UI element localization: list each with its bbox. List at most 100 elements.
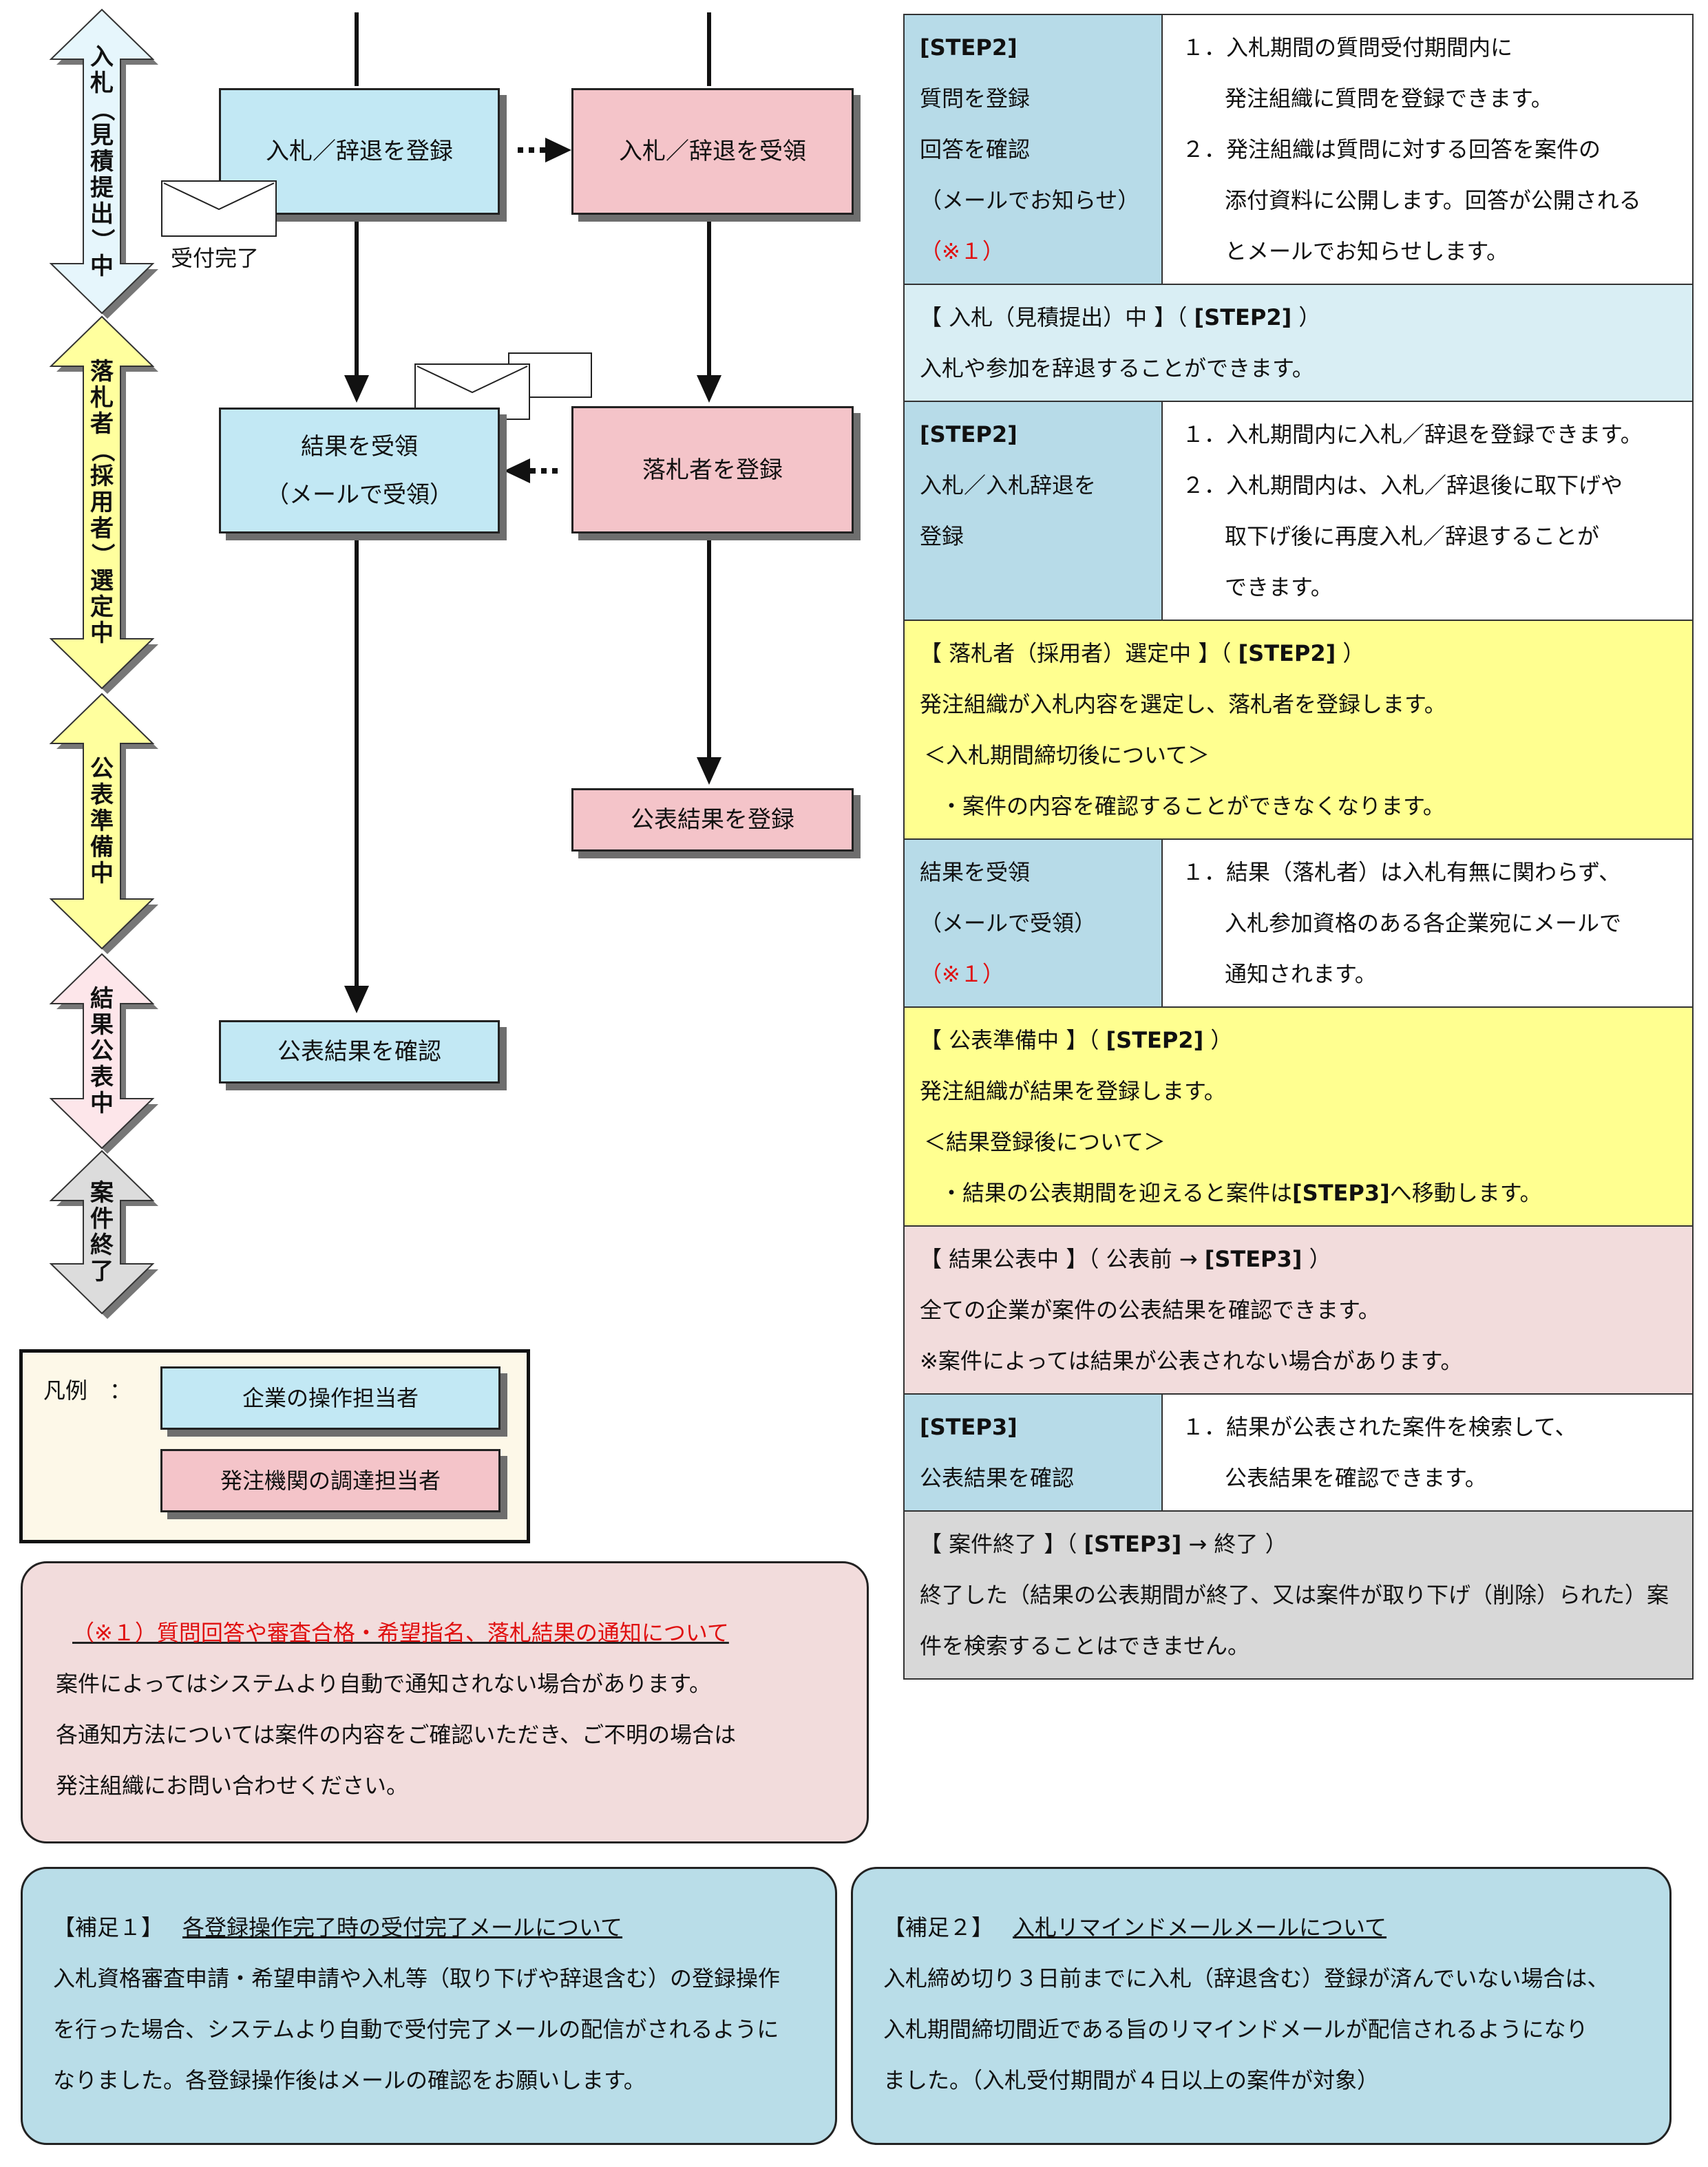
step-label: [STEP2] xyxy=(1194,304,1292,330)
phase-arrow xyxy=(49,953,155,1150)
arrowhead-down xyxy=(697,757,721,785)
legend: 凡例 ： 企業の操作担当者 発注機関の調達担当者 xyxy=(19,1349,530,1543)
table-row-phase-selecting: 【 落札者（採用者）選定中 】（ [STEP2] ） 発注組織が入札内容を選定し… xyxy=(905,621,1692,840)
supplement-text: ました。（入札受付期間が４日以上の案件が対象） xyxy=(883,2067,1380,2093)
envelope-icon xyxy=(161,180,277,237)
company-result-line2: （メールで受領） xyxy=(266,480,453,509)
cell-text: 公表結果を確認できます。 xyxy=(1225,1465,1487,1491)
cell-text: 結果を受領 xyxy=(920,859,1031,885)
cell-text: 添付資料に公開します。回答が公開される xyxy=(1225,187,1641,213)
note-ref: （※１） xyxy=(920,238,1004,264)
cell-text: へ移動します。 xyxy=(1389,1180,1542,1206)
cell-text: 発注組織が結果を登録します。 xyxy=(920,1078,1226,1104)
legend-company: 企業の操作担当者 xyxy=(160,1366,500,1430)
cell-text: １．入札期間内に入札／辞退を登録できます。 xyxy=(1182,421,1643,447)
company-result-box: 結果を受領 （メールで受領） xyxy=(219,408,500,533)
org-publish-box: 公表結果を登録 xyxy=(571,788,854,852)
note-1: （※１）質問回答や審査合格・希望指名、落札結果の通知について 案件によってはシス… xyxy=(21,1561,869,1843)
step-label: [STEP3] xyxy=(1204,1246,1303,1272)
phase-arrow xyxy=(49,315,155,690)
supplement-label: 【補足２】 xyxy=(883,1914,994,1941)
cell-text: ・結果の公表期間を迎えると案件は xyxy=(940,1180,1293,1206)
envelope-icon xyxy=(414,363,530,420)
step-label: [STEP3] xyxy=(920,1414,1018,1440)
note-text: 各通知方法については案件の内容をご確認いただき、ご不明の場合は xyxy=(56,1722,737,1748)
phase-label: 案件終了 xyxy=(90,1179,114,1285)
table-row-step2-bid: [STEP2] 入札／入札辞退を 登録 １．入札期間内に入札／辞退を登録できます… xyxy=(905,402,1692,621)
note-text: 案件によってはシステムより自動で通知されない場合があります。 xyxy=(56,1671,712,1697)
table-row-phase-bidding: 【 入札（見積提出）中 】（ [STEP2] ） 入札や参加を辞退することができ… xyxy=(905,285,1692,402)
cell-text: 回答を確認 xyxy=(920,136,1031,162)
cell-text: 登録 xyxy=(920,523,964,549)
phase-arrow xyxy=(49,693,155,950)
step-label: [STEP3] xyxy=(1084,1531,1182,1557)
org-winner-label: 落札者を登録 xyxy=(642,456,783,484)
cell-text: 件を検索することはできません。 xyxy=(920,1633,1250,1659)
cell-text: 質問を登録 xyxy=(920,85,1031,112)
legend-company-label: 企業の操作担当者 xyxy=(242,1385,419,1411)
supplement-title: 入札リマインドメールメールについて xyxy=(1013,1914,1387,1941)
arrowhead-down xyxy=(344,986,369,1013)
cell-text: 発注組織が入札内容を選定し、落札者を登録します。 xyxy=(920,691,1446,717)
legend-org: 発注機関の調達担当者 xyxy=(160,1449,500,1512)
supplement-text: 入札期間締切間近である旨のリマインドメールが配信されるようになり xyxy=(883,2016,1588,2042)
table-row-phase-end: 【 案件終了 】（ [STEP3] → 終了 ） 終了した（結果の公表期間が終了… xyxy=(905,1512,1692,1678)
cell-text: ※案件によっては結果が公表されない場合があります。 xyxy=(920,1348,1463,1374)
cell-text: 取下げ後に再度入札／辞退することが xyxy=(1225,523,1600,549)
phase-heading: 【 結果公表中 】（ 公表前 → xyxy=(920,1246,1205,1272)
table-row-phase-prep: 【 公表準備中 】（ [STEP2] ） 発注組織が結果を登録します。 ＜結果登… xyxy=(905,1008,1692,1227)
supplement-text: 入札資格審査申請・希望申請や入札等（取り下げや辞退含む）の登録操作 xyxy=(53,1965,781,1991)
table-row-step2-question: [STEP2] 質問を登録 回答を確認 （メールでお知らせ） （※１） １．入札… xyxy=(905,15,1692,285)
cell-text: １．入札期間の質問受付期間内に xyxy=(1182,34,1513,61)
cell-text: １．結果が公表された案件を検索して、 xyxy=(1182,1414,1577,1440)
cell-text: ＜入札期間締切後について＞ xyxy=(924,742,1210,768)
table-row-phase-public: 【 結果公表中 】（ 公表前 → [STEP3] ） 全ての企業が案件の公表結果… xyxy=(905,1227,1692,1395)
phase-label: 公表準備中 xyxy=(90,755,114,887)
arrowhead-down xyxy=(697,375,721,403)
supplement-label: 【補足１】 xyxy=(53,1914,164,1941)
cell-text: ２．発注組織は質問に対する回答を案件の xyxy=(1182,136,1601,162)
phase-label: 結果公表中 xyxy=(90,985,114,1117)
table-row-step3: [STEP3] 公表結果を確認 １．結果が公表された案件を検索して、 公表結果を… xyxy=(905,1395,1692,1512)
cell-text: １．結果（落札者）は入札有無に関わらず、 xyxy=(1182,859,1621,885)
company-confirm-box: 公表結果を確認 xyxy=(219,1020,500,1084)
cell-text: 終了した（結果の公表期間が終了、又は案件が取り下げ（削除）られた）案 xyxy=(920,1582,1669,1608)
flow-diagram xyxy=(49,8,721,1319)
phase-heading: 【 落札者（採用者）選定中 】（ xyxy=(920,640,1238,666)
cell-text: 公表結果を確認 xyxy=(920,1465,1075,1491)
arrowhead-down xyxy=(344,375,369,403)
supplement-text: 入札締め切り３日前までに入札（辞退含む）登録が済んでいない場合は、 xyxy=(883,1965,1610,1991)
cell-text: 通知されます。 xyxy=(1225,961,1377,987)
cell-text: 入札参加資格のある各企業宛にメールで xyxy=(1225,910,1622,936)
cell-text: ＜結果登録後について＞ xyxy=(924,1129,1166,1155)
legend-title: 凡例 ： xyxy=(43,1377,132,1404)
org-publish-label: 公表結果を登録 xyxy=(631,806,794,834)
cell-text: ２．入札期間内は、入札／辞退後に取下げや xyxy=(1182,472,1623,498)
phase-heading-end: ） xyxy=(1336,640,1365,666)
cell-text: ・案件の内容を確認することができなくなります。 xyxy=(940,793,1445,819)
phase-heading-end: ） xyxy=(1302,1246,1331,1272)
phase-heading-end: ） xyxy=(1291,304,1321,330)
phase-heading-end: ） xyxy=(1203,1027,1233,1053)
phase-label: 入札（見積提出）中 xyxy=(88,43,116,280)
step-label: [STEP2] xyxy=(920,421,1018,447)
supplement-text: なりました。各登録操作後はメールの確認をお願いします。 xyxy=(53,2067,646,2093)
cell-text: 入札／入札辞退を xyxy=(920,472,1097,498)
note-text: 発注組織にお問い合わせください。 xyxy=(56,1773,409,1799)
org-winner-box: 落札者を登録 xyxy=(571,406,854,533)
cell-text: 全ての企業が案件の公表結果を確認できます。 xyxy=(920,1297,1380,1323)
cell-text: できます。 xyxy=(1225,574,1333,600)
note-title: （※１）質問回答や審査合格・希望指名、落札結果の通知について xyxy=(72,1620,729,1646)
phase-arrow xyxy=(49,1150,155,1315)
cell-text: とメールでお知らせします。 xyxy=(1225,238,1509,264)
phase-heading: 【 案件終了 】（ xyxy=(920,1531,1084,1557)
cell-text: （メールで受領） xyxy=(920,910,1097,936)
table-row-result-receive: 結果を受領 （メールで受領） （※１） １．結果（落札者）は入札有無に関わらず、… xyxy=(905,840,1692,1008)
phase-heading-end: → 終了 ） xyxy=(1181,1531,1287,1557)
step-label: [STEP2] xyxy=(1238,640,1336,666)
phase-heading: 【 入札（見積提出）中 】（ xyxy=(920,304,1194,330)
step-label: [STEP2] xyxy=(920,34,1018,61)
supplement-2: 【補足２】入札リマインドメールメールについて 入札締め切り３日前までに入札（辞退… xyxy=(851,1867,1672,2145)
org-receive-label: 入札／辞退を受領 xyxy=(619,138,806,165)
company-confirm-label: 公表結果を確認 xyxy=(277,1038,441,1066)
